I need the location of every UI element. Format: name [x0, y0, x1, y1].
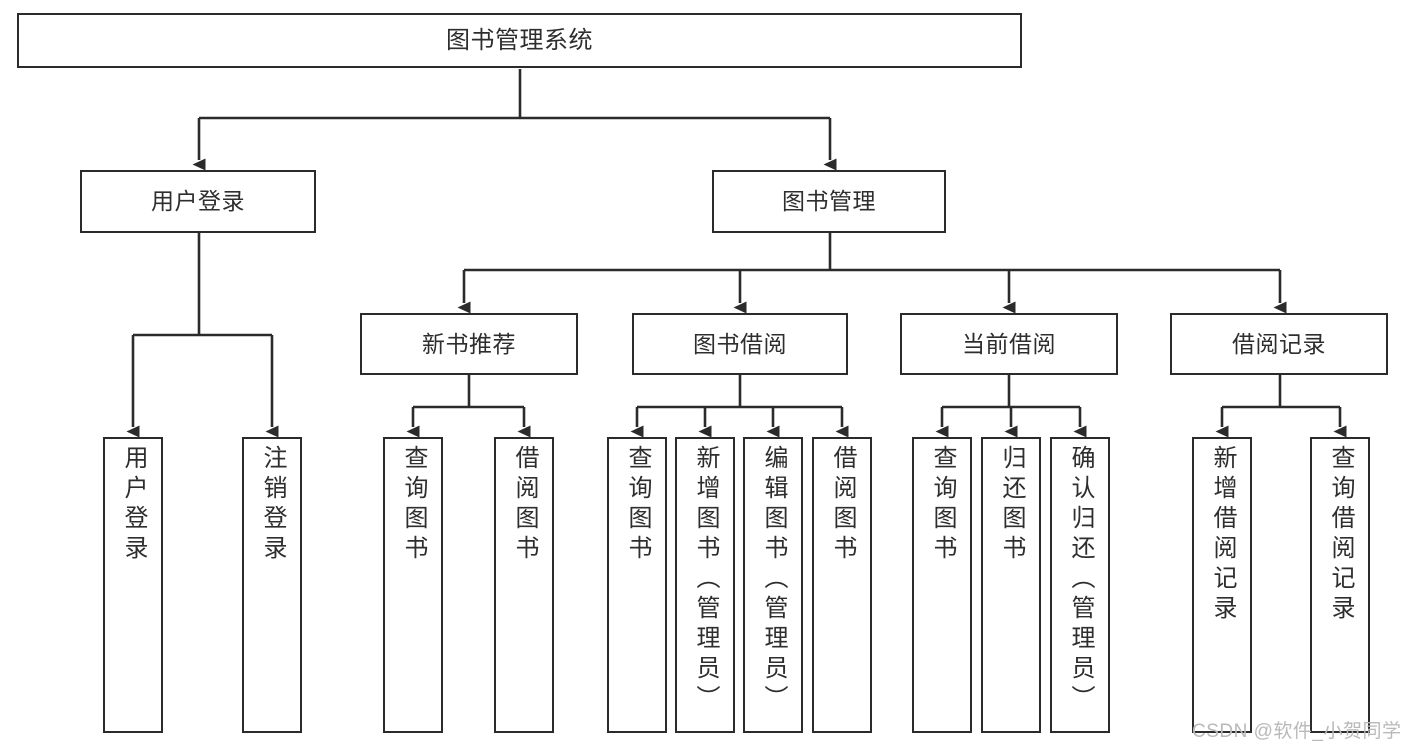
leaf-borrow-query-book[interactable]: 查询图书	[607, 437, 667, 733]
node-label: 查询图书	[400, 445, 427, 565]
leaf-borrow-add-book-admin[interactable]: 新增图书（管理员）	[675, 437, 735, 733]
node-book-management[interactable]: 图书管理	[712, 170, 946, 233]
node-label: 用户登录	[120, 445, 147, 565]
node-label: 归还图书	[998, 445, 1025, 565]
leaf-borrow-edit-book-admin[interactable]: 编辑图书（管理员）	[743, 437, 803, 733]
node-new-book-recommend[interactable]: 新书推荐	[360, 313, 578, 375]
node-label: 用户登录	[151, 188, 245, 215]
node-label: 编辑图书（管理员）	[760, 445, 787, 715]
node-label: 注销登录	[259, 445, 286, 565]
node-label: 借阅图书	[829, 445, 856, 565]
node-borrow-record[interactable]: 借阅记录	[1170, 313, 1388, 375]
node-label: 新增图书（管理员）	[692, 445, 719, 715]
leaf-new-book-borrow-book[interactable]: 借阅图书	[494, 437, 554, 733]
node-label: 当前借阅	[962, 330, 1056, 357]
node-label: 借阅记录	[1232, 330, 1326, 357]
node-label: 图书借阅	[693, 330, 787, 357]
node-label: 新增借阅记录	[1209, 445, 1236, 625]
node-root-book-management-system[interactable]: 图书管理系统	[17, 13, 1022, 68]
leaf-user-login-logout[interactable]: 注销登录	[242, 437, 302, 733]
node-label: 图书管理	[782, 188, 876, 215]
leaf-current-query-book[interactable]: 查询图书	[912, 437, 972, 733]
node-label: 查询图书	[929, 445, 956, 565]
node-book-borrow[interactable]: 图书借阅	[632, 313, 848, 375]
leaf-record-query-record[interactable]: 查询借阅记录	[1310, 437, 1370, 733]
leaf-user-login-login[interactable]: 用户登录	[103, 437, 163, 733]
leaf-current-confirm-return-admin[interactable]: 确认归还（管理员）	[1050, 437, 1110, 733]
node-label: 图书管理系统	[446, 26, 593, 54]
node-label: 新书推荐	[422, 330, 516, 357]
leaf-new-book-query-book[interactable]: 查询图书	[383, 437, 443, 733]
leaf-record-add-record[interactable]: 新增借阅记录	[1192, 437, 1252, 733]
node-label: 借阅图书	[511, 445, 538, 565]
node-label: 查询图书	[624, 445, 651, 565]
node-current-borrow[interactable]: 当前借阅	[900, 313, 1118, 375]
leaf-current-return-book[interactable]: 归还图书	[981, 437, 1041, 733]
node-label: 确认归还（管理员）	[1067, 445, 1094, 715]
csdn-watermark: CSDN @软件_小贺同学	[1192, 721, 1402, 742]
node-user-login[interactable]: 用户登录	[80, 170, 316, 233]
leaf-borrow-borrow-book[interactable]: 借阅图书	[812, 437, 872, 733]
node-label: 查询借阅记录	[1327, 445, 1354, 625]
